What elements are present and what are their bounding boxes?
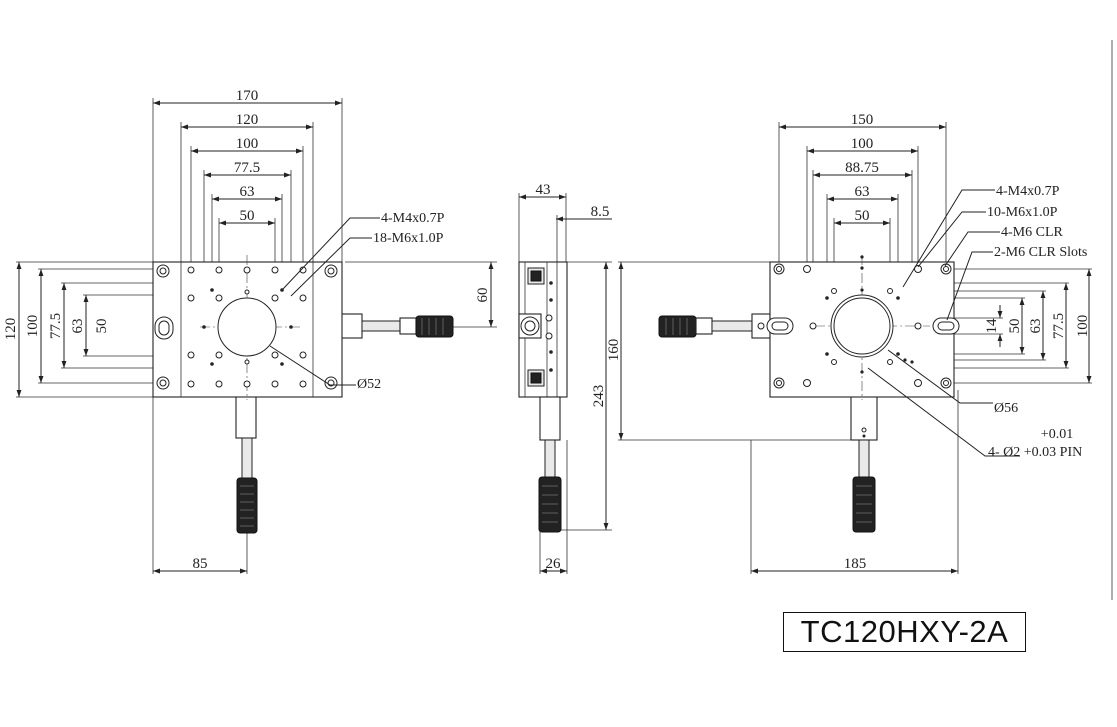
front-callout-m6: 18-M6x1.0P <box>373 231 444 246</box>
front-callout-dia: Ø52 <box>357 377 381 392</box>
rear-micrometer-knob <box>658 315 697 338</box>
front-corner-counterbores <box>156 264 338 390</box>
dim-100: 100 <box>236 136 259 152</box>
dim-h-50: 50 <box>94 319 110 334</box>
bottom-micrometer-knob <box>236 477 258 534</box>
dim-120: 120 <box>236 112 259 128</box>
rear-micrometer-collar <box>695 317 713 335</box>
dim-60: 60 <box>475 288 491 303</box>
side-micrometer-sleeve <box>544 439 556 481</box>
bottom-micrometer-barrel <box>235 391 257 439</box>
rear-dim-185: 185 <box>844 556 867 572</box>
rear-view: 150 100 88.75 63 50 185 160 100 77.5 63 … <box>606 112 1092 574</box>
bottom-micrometer-sleeve <box>241 437 253 483</box>
rear-small-holes <box>825 255 914 374</box>
rear-callout-dia: Ø56 <box>994 401 1018 416</box>
rear-dim-88-75: 88.75 <box>845 160 879 176</box>
rear-threaded-holes <box>803 265 922 387</box>
rear-bottom-knob <box>852 476 876 533</box>
front-small-holes <box>202 288 293 366</box>
rear-bottom-block <box>850 391 878 441</box>
pin-callout: 4- Ø2 +0.03 PIN <box>988 445 1082 460</box>
rear-dim-h-50: 50 <box>1007 319 1023 334</box>
dim-8-5: 8.5 <box>591 204 610 220</box>
dim-26: 26 <box>546 556 562 572</box>
front-threaded-holes <box>187 266 307 388</box>
rear-dim-50: 50 <box>855 208 870 224</box>
rear-dim-h-77-5: 77.5 <box>1051 313 1067 339</box>
rear-corner-holes <box>773 263 952 389</box>
dim-85: 85 <box>193 556 208 572</box>
rear-callout-slots: 2-M6 CLR Slots <box>994 245 1087 260</box>
rear-micrometer-sleeve <box>711 320 753 332</box>
dim-170: 170 <box>236 88 259 104</box>
dim-160: 160 <box>606 339 622 362</box>
right-micrometer-knob <box>415 315 454 338</box>
rear-callout-m6-clr: 4-M6 CLR <box>1001 225 1064 240</box>
right-micrometer-collar <box>399 317 417 335</box>
side-micrometer-barrel <box>539 396 561 441</box>
rear-dim-h-100: 100 <box>1075 315 1091 338</box>
dim-243: 243 <box>591 385 607 408</box>
rear-dim-h-14: 14 <box>984 318 1000 334</box>
side-view: 43 8.5 26 243 <box>518 182 612 574</box>
rear-bottom-sleeve <box>858 439 870 481</box>
front-callout-m4: 4-M4x0.7P <box>381 211 445 226</box>
dim-77-5: 77.5 <box>234 160 260 176</box>
dim-h-63: 63 <box>70 319 86 334</box>
front-center-hole <box>217 297 277 357</box>
rear-dim-63: 63 <box>855 184 870 200</box>
dim-63: 63 <box>240 184 255 200</box>
dim-50: 50 <box>240 208 255 224</box>
dim-h-77-5: 77.5 <box>48 313 64 339</box>
rear-dim-h-63: 63 <box>1028 319 1044 334</box>
front-view: 170 120 100 77.5 63 50 85 120 100 77.5 6… <box>3 88 497 574</box>
rear-dim-100: 100 <box>851 136 874 152</box>
dim-h-120: 120 <box>3 318 19 341</box>
pin-tolerance: +0.01 <box>1041 427 1073 442</box>
drawing-title: TC120HXY-2A <box>783 612 1026 652</box>
rear-dim-150: 150 <box>851 112 874 128</box>
rear-callout-m4: 4-M4x0.7P <box>996 184 1060 199</box>
right-micrometer-sleeve <box>361 320 401 332</box>
rear-callout-m6: 10-M6x1.0P <box>987 205 1058 220</box>
side-micrometer-knob <box>538 476 562 533</box>
dim-h-100: 100 <box>25 315 41 338</box>
dim-43: 43 <box>536 182 551 198</box>
